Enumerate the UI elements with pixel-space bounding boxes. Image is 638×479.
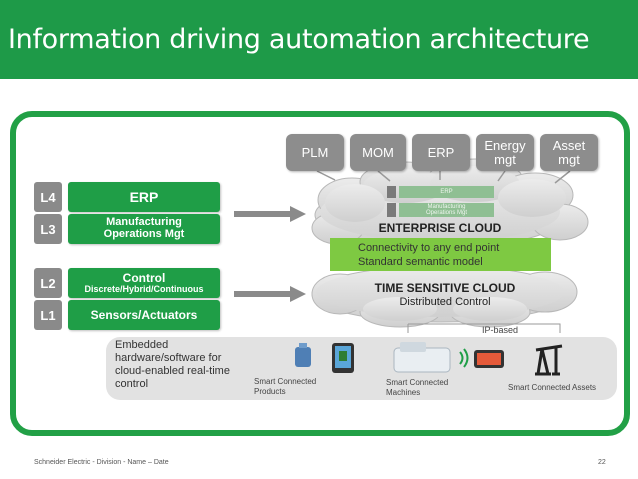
ip-based-bracket	[407, 323, 561, 333]
system-mom-label: MOM	[362, 144, 394, 160]
embedded-line4: control	[115, 378, 149, 390]
level-l4-tag: L4	[34, 182, 62, 212]
system-erp: ERP	[412, 134, 470, 171]
smart-machines-line2: Machines	[386, 388, 421, 397]
mini-level-tag	[387, 203, 396, 217]
system-mom: MOM	[350, 134, 406, 171]
mini-mom-line2: Operations Mgt	[425, 210, 468, 216]
system-energy-line2: mgt	[494, 151, 516, 167]
mini-level-tag	[387, 186, 396, 198]
system-asset-line1: Asset	[552, 137, 586, 153]
smart-products-line2: Products	[254, 387, 286, 396]
level-control-box: Control Discrete/Hybrid/Continuous	[68, 268, 220, 298]
system-energy-line1: Energy	[484, 137, 526, 153]
embedded-line1: Embedded	[115, 339, 169, 351]
smart-machines-line1: Smart Connected	[386, 378, 449, 387]
smart-machines-icon	[393, 342, 504, 373]
connectivity-band: Connectivity to any end point Standard s…	[330, 238, 551, 271]
arrow-to-enterprise-icon	[234, 206, 306, 222]
connectivity-line2: Standard semantic model	[358, 256, 483, 268]
level-l2-tag: L2	[34, 268, 62, 298]
arrow-to-time-cloud-icon	[234, 286, 306, 302]
smart-products-label: Smart Connected Products	[254, 377, 316, 397]
footer-text: Schneider Electric - Division - Name – D…	[34, 459, 169, 466]
mini-mom-line1: Manufacturing	[427, 204, 466, 210]
system-asset-mgt: Asset mgt	[540, 134, 598, 171]
level-erp-label: ERP	[129, 188, 159, 205]
embedded-panel	[106, 337, 617, 400]
smart-assets-icon	[535, 344, 563, 376]
level-sensors-label: Sensors/Actuators	[90, 307, 198, 322]
level-mom-line1: Manufacturing	[106, 216, 182, 229]
smart-assets-label: Smart Connected Assets	[508, 383, 597, 392]
smart-products-icon	[295, 343, 354, 373]
level-mom-box: Manufacturing Operations Mgt	[68, 214, 220, 244]
time-cloud-sublabel: Distributed Control	[399, 296, 491, 308]
level-control-line1: Control	[122, 270, 166, 285]
level-sensors-box: Sensors/Actuators	[68, 300, 220, 330]
system-plm-label: PLM	[301, 144, 329, 160]
time-cloud-label: TIME SENSITIVE CLOUD	[374, 281, 516, 295]
embedded-line2: hardware/software for	[115, 352, 222, 364]
system-erp-label: ERP	[427, 144, 455, 160]
system-energy-mgt: Energy mgt	[476, 134, 534, 171]
smart-machines-label: Smart Connected Machines	[386, 378, 448, 398]
ip-based-label: IP-based	[482, 325, 519, 335]
level-control-line2: Discrete/Hybrid/Continuous	[84, 283, 204, 294]
page-number: 22	[598, 459, 606, 466]
level-erp-box: ERP	[68, 182, 220, 212]
embedded-line3: cloud-enabled real-time	[115, 365, 230, 377]
level-l1-tag: L1	[34, 300, 62, 330]
embedded-description: Embedded hardware/software for cloud-ena…	[115, 339, 230, 391]
smart-products-line1: Smart Connected	[254, 377, 317, 386]
system-asset-line2: mgt	[558, 151, 580, 167]
mini-erp-box: ERP	[399, 186, 494, 198]
enterprise-cloud-label: ENTERPRISE CLOUD	[378, 221, 502, 235]
system-plm: PLM	[286, 134, 344, 171]
slide-title: Information driving automation architect…	[0, 0, 638, 79]
connectivity-line1: Connectivity to any end point	[358, 242, 500, 254]
level-l3-tag: L3	[34, 214, 62, 244]
mini-mom-box: Manufacturing Operations Mgt	[399, 203, 494, 217]
level-mom-line2: Operations Mgt	[103, 228, 185, 240]
system-connectors	[316, 170, 571, 184]
